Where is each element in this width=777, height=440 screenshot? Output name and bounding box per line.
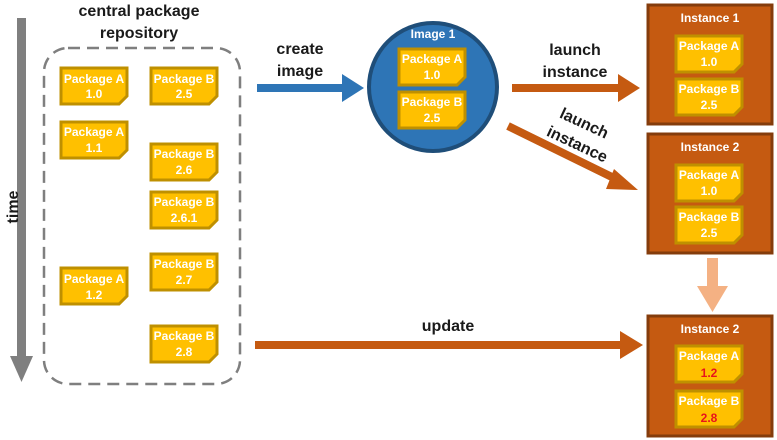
update-label: update [422,318,475,335]
package-version-updated: 1.2 [701,366,718,380]
transition-down-arrow [697,258,728,312]
package-version-updated: 2.8 [701,411,718,425]
time-arrow [10,18,33,382]
package-name: Package B [154,257,215,271]
repo-package-b-2-5: Package B 2.5 [149,66,219,106]
package-version: 2.5 [701,226,718,240]
launch1-line1: launch [549,42,601,59]
update-arrow [255,331,643,359]
repo-package-a-1-0: Package A 1.0 [59,66,129,106]
instance-2-title: Instance 2 [681,140,740,154]
package-name: Package B [679,394,740,408]
create-label-line2: image [277,63,323,80]
package-name: Package A [64,72,125,86]
package-version: 1.1 [86,141,103,155]
instance-2-updated-package-a: Package A 1.2 [674,344,744,384]
repo-package-b-2-6: Package B 2.6 [149,142,219,182]
repo-package-b-2-8: Package B 2.8 [149,324,219,364]
package-version: 1.0 [424,68,441,82]
launch1-line2: instance [543,64,608,81]
repo-title-line2: repository [100,25,178,42]
image-title: Image 1 [411,27,456,41]
repo-package-b-2-6-1: Package B 2.6.1 [149,190,219,230]
package-version: 2.6 [176,163,193,177]
instance-2-updated-title: Instance 2 [681,322,740,336]
package-name: Package A [679,168,740,182]
package-name: Package A [402,52,463,66]
package-name: Package B [679,82,740,96]
instance-1-package-b: Package B 2.5 [674,77,744,117]
package-version: 1.2 [86,288,103,302]
package-version: 2.5 [701,98,718,112]
repo-package-a-1-2: Package A 1.2 [59,266,129,306]
instance-2-package-b: Package B 2.5 [674,205,744,245]
create-label-line1: create [276,41,323,58]
instance-1-title: Instance 1 [681,11,740,25]
package-name: Package B [154,72,215,86]
launch-instance-arrow-1 [512,74,640,102]
instance-2-package-a: Package A 1.0 [674,163,744,203]
package-version: 2.6.1 [171,211,198,225]
package-name: Package B [154,195,215,209]
instance-2-updated-package-b: Package B 2.8 [674,389,744,429]
instance-1-package-a: Package A 1.0 [674,34,744,74]
package-name: Package A [64,125,125,139]
package-name: Package B [154,329,215,343]
launch-instance-arrow-2 [506,122,638,190]
image-circle [367,21,499,153]
package-version: 1.0 [701,184,718,198]
package-version: 2.8 [176,345,193,359]
package-version: 2.5 [176,87,193,101]
repo-package-a-1-1: Package A 1.1 [59,120,129,160]
package-name: Package B [402,95,463,109]
package-name: Package A [679,349,740,363]
package-name: Package B [679,210,740,224]
package-name: Package A [64,272,125,286]
repo-package-b-2-7: Package B 2.7 [149,252,219,292]
create-image-arrow [257,74,364,102]
package-version: 2.5 [424,111,441,125]
package-name: Package A [679,39,740,53]
package-name: Package B [154,147,215,161]
package-version: 1.0 [86,87,103,101]
repository-box [42,46,242,386]
package-version: 2.7 [176,273,193,287]
repo-title-line1: central package [79,3,200,20]
time-label: time [5,190,22,223]
package-version: 1.0 [701,55,718,69]
image-package-a: Package A 1.0 [397,47,467,87]
image-package-b: Package B 2.5 [397,90,467,130]
